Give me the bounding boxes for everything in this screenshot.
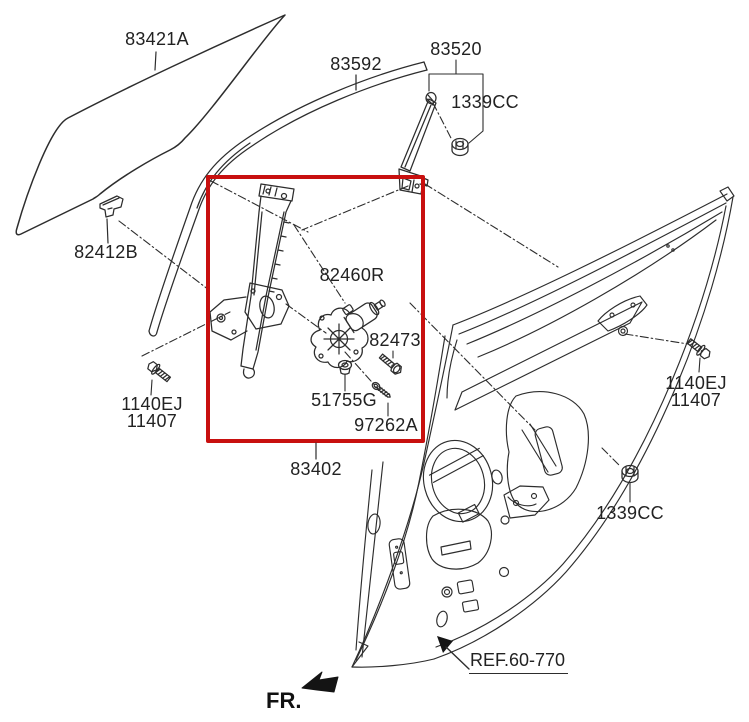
door-panel-drawing — [351, 186, 735, 668]
label-nut-top: 1339CC — [451, 92, 519, 112]
nut-top-drawing — [451, 137, 469, 157]
label-door-nut: 1339CC — [596, 503, 664, 523]
division-channel-bracket-lines — [428, 59, 484, 144]
label-grommet: 51755G — [311, 390, 377, 410]
label-motor: 82460R — [319, 265, 385, 285]
projection-lines — [118, 102, 689, 467]
label-regulator-assembly: 83402 — [290, 459, 342, 479]
grommet-drawing — [337, 359, 353, 392]
label-glass-grip: 82412B — [74, 242, 138, 262]
label-tapping-screw: 97262A — [354, 415, 418, 435]
label-run-channel: 83592 — [330, 54, 382, 74]
label-motor-bolt: 82473 — [369, 330, 421, 350]
mount-bolt-left-drawing — [147, 361, 172, 396]
label-mount-bolt-right: 1140EJ 11407 — [665, 373, 727, 410]
run-channel-drawing — [148, 61, 428, 337]
mount-bolt-right-drawing — [686, 338, 711, 373]
label-front-direction: FR. — [266, 688, 302, 713]
screw-drawing — [371, 381, 391, 417]
highlight-box — [206, 175, 425, 443]
label-mount-bolt-right-line1: 1140EJ — [665, 373, 727, 393]
motor-drawing — [310, 299, 386, 369]
nut-right-drawing — [621, 464, 639, 503]
motor-bolt-drawing — [378, 350, 402, 375]
glass-drawing — [15, 14, 286, 236]
label-mount-bolt-right-line2: 11407 — [670, 390, 722, 410]
label-mount-bolt-left: 1140EJ 11407 — [121, 394, 183, 431]
label-mount-bolt-left-line1: 1140EJ — [121, 394, 183, 414]
glass-grip-drawing — [99, 195, 124, 244]
ref-arrow-icon — [437, 636, 470, 670]
label-glass: 83421A — [125, 29, 189, 49]
label-mount-bolt-left-line2: 11407 — [126, 411, 178, 431]
fr-direction-arrow-icon — [301, 671, 339, 693]
label-division-channel: 83520 — [430, 39, 482, 59]
label-door-reference: REF.60-770 — [469, 650, 569, 674]
regulator-drawing — [209, 183, 295, 379]
